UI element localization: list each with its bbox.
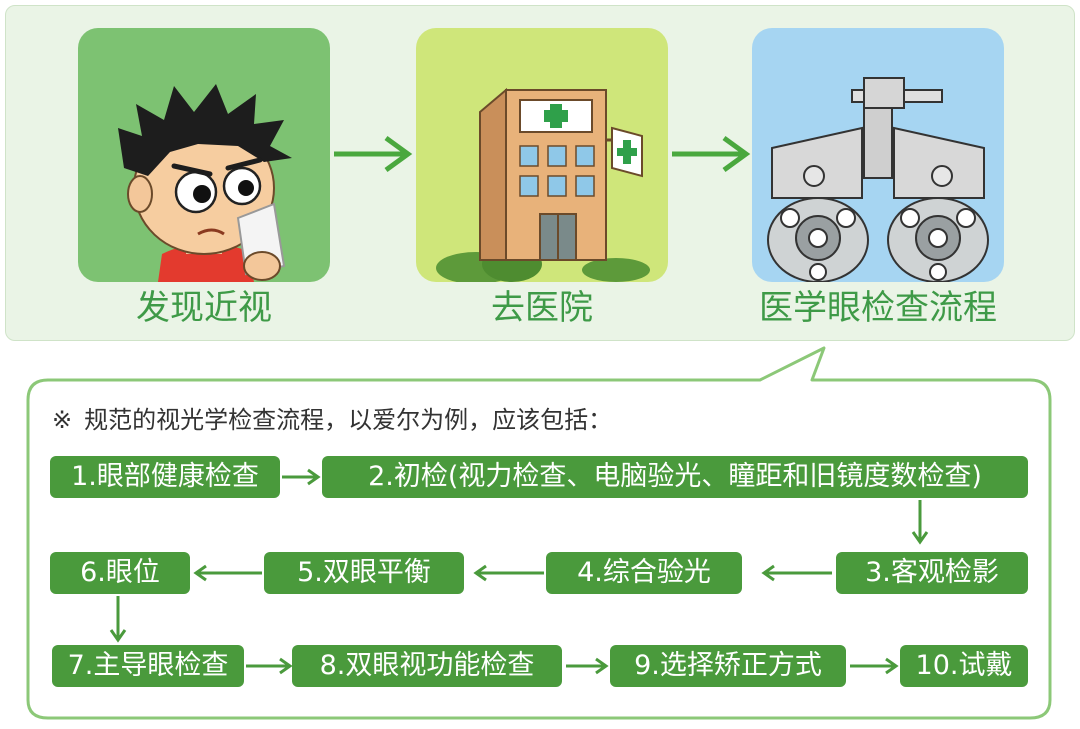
phoropter-icon — [752, 28, 1004, 282]
step-2: 2.初检(视力检查、电脑验光、瞳距和旧镜度数检查) — [322, 456, 1028, 498]
step-9: 9.选择矫正方式 — [610, 645, 846, 687]
note-text: 规范的视光学检查流程，以爱尔为例，应该包括： — [84, 406, 613, 434]
step-6: 6.眼位 — [50, 552, 190, 594]
worried-boy-icon — [78, 28, 330, 282]
card-go-hospital — [416, 28, 668, 282]
exam-process-note: ※ 规范的视光学检查流程，以爱尔为例，应该包括： — [52, 402, 612, 438]
card-label-find-myopia: 发现近视 — [136, 288, 272, 328]
card-eye-exam — [752, 28, 1004, 282]
step-3: 3.客观检影 — [836, 552, 1028, 594]
step-7: 7.主导眼检查 — [52, 645, 244, 687]
step-8: 8.双眼视功能检查 — [292, 645, 562, 687]
card-find-myopia — [78, 28, 330, 282]
step-5: 5.双眼平衡 — [264, 552, 464, 594]
card-label-go-hospital: 去医院 — [491, 288, 593, 328]
step-4: 4.综合验光 — [546, 552, 742, 594]
step-10: 10.试戴 — [900, 645, 1028, 687]
reference-mark: ※ — [52, 406, 73, 434]
arrow-right-icon — [672, 135, 751, 173]
hospital-icon — [416, 28, 668, 282]
card-label-eye-exam: 医学眼检查流程 — [759, 288, 997, 328]
step-1: 1.眼部健康检查 — [50, 456, 280, 498]
arrow-right-icon — [334, 135, 413, 173]
flow-arrows — [109, 468, 929, 675]
